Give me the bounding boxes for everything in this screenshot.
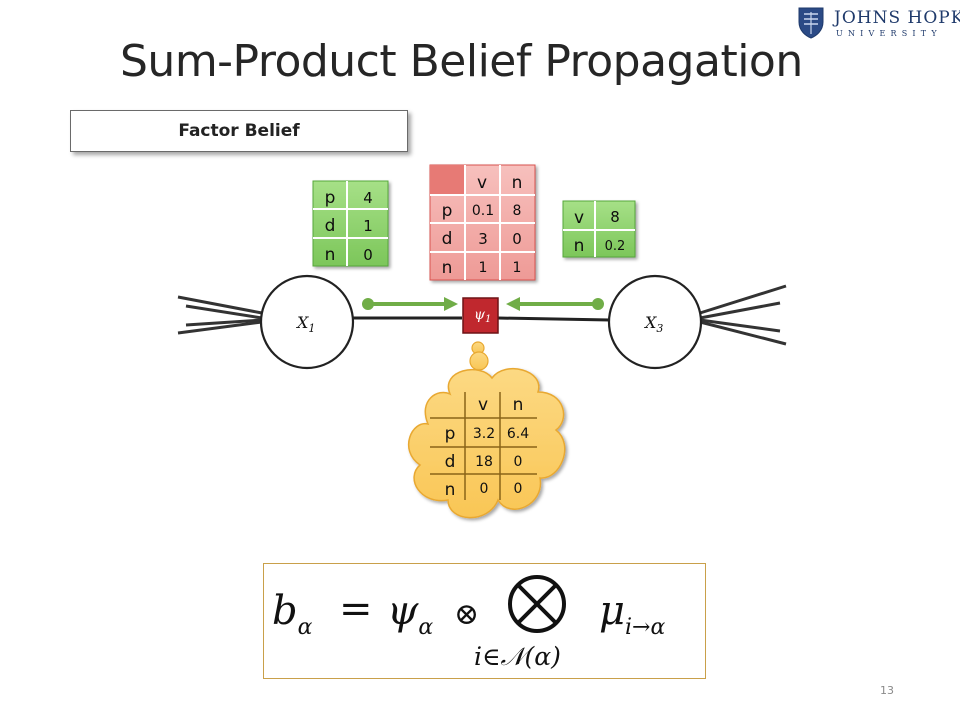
slide-title: Sum-Product Belief Propagation [120, 36, 803, 87]
belief-header-n: n [513, 395, 524, 415]
belief-row-1-label: d [445, 452, 456, 472]
x1-subscript: 1 [308, 322, 315, 335]
section-label: Factor Belief [70, 110, 408, 152]
x3-row-1-label: n [574, 236, 585, 256]
x1-row-1-value: 1 [363, 217, 373, 235]
x3-row-0-value: 8 [610, 208, 620, 226]
belief-formula: bα = ψα ⊗ μi→α i∈𝒩(α) [272, 575, 665, 671]
page-number: 13 [880, 684, 894, 697]
factor-subscript: 1 [485, 314, 491, 325]
psi-row-2-label: n [442, 258, 453, 278]
university-logo: JOHNS HOPKINS UNIVERSITY [796, 6, 960, 42]
belief-table: v n p 3.2 6.4 d 18 0 n 0 0 [430, 392, 537, 500]
formula-psi-sub: α [418, 615, 433, 640]
psi-row-1-v: 3 [478, 230, 488, 248]
svg-text:X3: X3 [643, 313, 663, 335]
belief-cloud [407, 368, 566, 519]
psi-row-2-n: 1 [513, 260, 522, 276]
message-arrow-left [362, 297, 458, 311]
formula-under: i∈𝒩(α) [474, 642, 561, 671]
thought-bubble-trail [469, 341, 489, 371]
belief-header-v: v [478, 395, 488, 415]
x1-row-2-value: 0 [363, 246, 373, 264]
psi-row-1-n: 0 [512, 230, 522, 248]
belief-row-0-label: p [445, 424, 456, 444]
svg-text:X1: X1 [295, 313, 315, 335]
formula-mu-sub: i→α [625, 615, 665, 640]
psi-row-0-v: 0.1 [472, 203, 494, 219]
message-table-x1: p 4 d 1 n 0 [312, 180, 389, 267]
variable-node-x1: X1 [259, 274, 355, 370]
psi-row-0-label: p [442, 201, 453, 221]
belief-row-0-n: 6.4 [507, 426, 529, 442]
svg-text:ψα: ψα [387, 588, 433, 640]
x1-row-1-label: d [325, 216, 336, 236]
belief-row-2-n: 0 [514, 481, 523, 497]
psi-header-n: n [512, 173, 523, 193]
x1-label: X [295, 313, 309, 332]
logo-subtitle: UNIVERSITY [836, 29, 942, 38]
formula-otimes-small: ⊗ [454, 597, 479, 632]
x3-row-0-label: v [574, 208, 584, 228]
outer-edges-left [177, 295, 263, 335]
shield-icon [798, 7, 824, 39]
svg-text:μi→α: μi→α [599, 588, 665, 640]
message-arrow-right [506, 297, 604, 311]
message-table-x3: v 8 n 0.2 [562, 200, 636, 258]
belief-row-1-n: 0 [514, 454, 523, 470]
big-otimes-icon [508, 575, 566, 633]
formula-psi: ψ [387, 588, 419, 634]
factor-table-psi1: v n p 0.1 8 d 3 0 n 1 1 [429, 164, 536, 281]
x1-row-0-label: p [325, 188, 336, 208]
formula-lhs-sub: α [298, 615, 313, 640]
x1-row-2-label: n [325, 245, 336, 265]
psi-row-0-n: 8 [513, 203, 522, 219]
x1-row-0-value: 4 [363, 189, 373, 207]
belief-row-2-label: n [445, 480, 456, 500]
formula-box: bα = ψα ⊗ μi→α i∈𝒩(α) [263, 563, 706, 679]
psi-row-2-v: 1 [479, 260, 488, 276]
belief-row-0-v: 3.2 [473, 426, 495, 442]
formula-equals: = [339, 586, 373, 632]
factor-label: ψ [474, 307, 486, 323]
psi-row-1-label: d [442, 229, 453, 249]
factor-node-psi1: ψ1 [462, 297, 499, 334]
logo-name: JOHNS HOPKINS [834, 8, 960, 28]
outer-edges-right [699, 284, 787, 346]
x3-row-1-value: 0.2 [605, 239, 626, 254]
formula-lhs: b [272, 588, 298, 634]
svg-text:bα: bα [272, 588, 313, 640]
edge-factor-x3 [497, 316, 611, 322]
svg-text:ψ1: ψ1 [474, 307, 491, 325]
psi-header-v: v [477, 173, 487, 193]
variable-node-x3: X3 [607, 274, 703, 370]
x3-subscript: 3 [656, 322, 663, 335]
x3-label: X [643, 313, 657, 332]
belief-row-1-v: 18 [475, 454, 493, 470]
formula-mu: μ [599, 588, 625, 634]
belief-row-2-v: 0 [480, 481, 489, 497]
